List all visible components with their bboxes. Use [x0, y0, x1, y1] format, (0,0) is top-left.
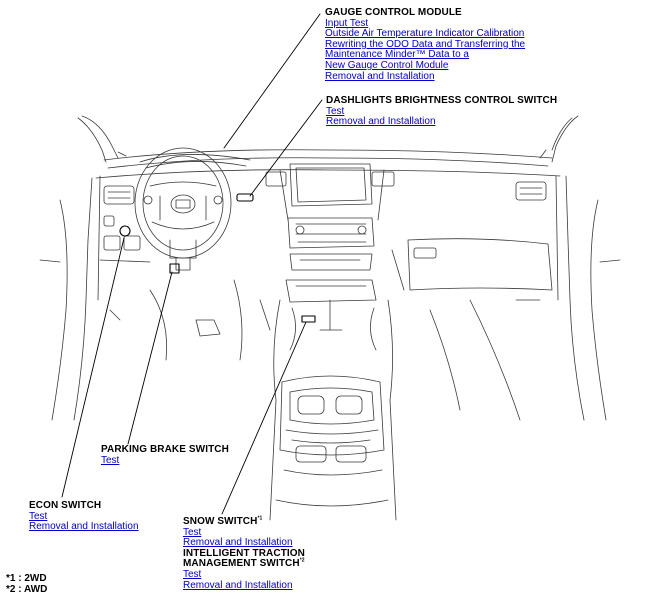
dashlights-test-link[interactable]: Test: [326, 105, 345, 117]
gauge-new-module-link[interactable]: New Gauge Control Module: [325, 59, 449, 71]
parking-brake-test-link[interactable]: Test: [101, 454, 120, 466]
footnotes: *1 : 2WD *2 : AWD: [6, 573, 47, 595]
econ-switch-callout: ECON SWITCH Test Removal and Installatio…: [29, 500, 139, 533]
dashlights-switch-marker: [236, 193, 254, 202]
footnote-2wd: *1 : 2WD: [6, 573, 47, 584]
gauge-control-module-title: GAUGE CONTROL MODULE: [325, 7, 462, 18]
parking-brake-leader: [127, 271, 173, 445]
snow-switch-footnote-marker: *1: [257, 515, 263, 522]
gauge-module-leader: [223, 13, 321, 149]
gauge-maintenance-minder-link[interactable]: Maintenance Minder™ Data to a: [325, 49, 469, 61]
gauge-control-module-callout: GAUGE CONTROL MODULE Input Test Outside …: [325, 7, 526, 82]
gauge-rewriting-odo-link[interactable]: Rewriting the ODO Data and Transferring …: [325, 38, 526, 50]
snow-test-link[interactable]: Test: [183, 526, 202, 538]
parking-brake-switch-title: PARKING BRAKE SWITCH: [101, 444, 229, 455]
dashlights-brightness-title: DASHLIGHTS BRIGHTNESS CONTROL SWITCH: [326, 95, 558, 106]
snow-switch-callout: SNOW SWITCH*1 Test Removal and Installat…: [183, 515, 305, 591]
gauge-outside-air-temp-link[interactable]: Outside Air Temperature Indicator Calibr…: [325, 28, 525, 40]
itm-switch-title-line2: MANAGEMENT SWITCH*2: [183, 559, 305, 570]
dashlights-removal-installation-link[interactable]: Removal and Installation: [326, 116, 436, 128]
econ-leader: [61, 237, 125, 498]
dashlights-leader: [249, 99, 323, 197]
snow-switch-title-text: SNOW SWITCH: [183, 516, 258, 527]
footnote-awd: *2 : AWD: [6, 584, 48, 595]
econ-test-link[interactable]: Test: [29, 510, 48, 522]
snow-switch-title: SNOW SWITCH*1: [183, 515, 305, 528]
snow-switch-marker: [301, 315, 316, 323]
itm-switch-title-line1: INTELLIGENT TRACTION: [183, 547, 305, 559]
econ-switch-title: ECON SWITCH: [29, 500, 102, 511]
parking-brake-switch-callout: PARKING BRAKE SWITCH Test: [101, 444, 229, 466]
snow-leader: [221, 321, 307, 515]
snow-removal-installation-link[interactable]: Removal and Installation: [183, 537, 293, 549]
itm-switch-footnote-marker: *2: [299, 558, 305, 565]
parking-brake-switch-marker: [169, 263, 180, 274]
itm-removal-installation-link[interactable]: Removal and Installation: [183, 579, 293, 591]
gauge-removal-installation-link[interactable]: Removal and Installation: [325, 70, 435, 82]
econ-removal-installation-link[interactable]: Removal and Installation: [29, 521, 139, 533]
gauge-input-test-link[interactable]: Input Test: [325, 17, 369, 29]
itm-test-link[interactable]: Test: [183, 568, 202, 580]
dashlights-brightness-callout: DASHLIGHTS BRIGHTNESS CONTROL SWITCH Tes…: [326, 95, 558, 128]
itm-switch-title-text: MANAGEMENT SWITCH: [183, 558, 300, 570]
econ-switch-marker: [119, 225, 131, 237]
